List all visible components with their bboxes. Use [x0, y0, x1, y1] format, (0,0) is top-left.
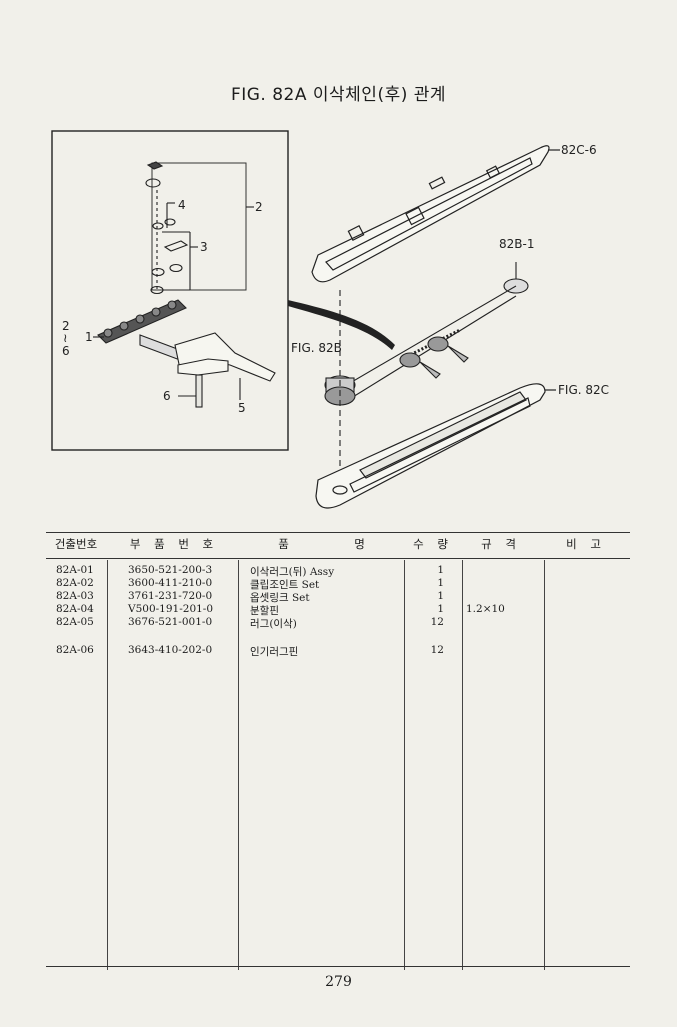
inset-subframe [151, 162, 247, 291]
header-name-left: 품 [278, 537, 294, 551]
col-divider [462, 560, 463, 970]
figure-title: FIG. 82A 이삭체인(후) 관계 [230, 85, 447, 105]
callout-range-bottom: 6 [62, 344, 70, 358]
callout-fig-82c: FIG. 82C [558, 383, 609, 397]
callout-1: 1 [85, 330, 93, 344]
detail-connector [288, 300, 395, 350]
col-divider [238, 560, 239, 970]
table-row: 82A-02 3600-411-210-0 클립조인트 Set 1 [56, 577, 444, 591]
table-bottom-rule [46, 966, 630, 967]
callout-fig-82b: FIG. 82B [291, 341, 342, 355]
callout-4: 4 [178, 198, 186, 212]
col-divider [544, 560, 545, 970]
header-spec: 규 격 [481, 537, 521, 551]
table-row: 82A-01 3650-521-200-3 이삭러그(뒤) Assy 1 [56, 564, 444, 578]
header-part: 부 품 번 호 [129, 537, 219, 551]
lower-chain-case [315, 383, 556, 509]
callout-range-top: 2 [62, 319, 70, 333]
upper-chain-guide [311, 145, 560, 283]
header-remark: 비 고 [566, 537, 606, 551]
table-row: 82A-06 3643-410-202-0 인기러그핀 12 [56, 644, 444, 658]
parts-diagram: 82C-6 82B-1 FIG. 82B FIG. 82C 2 4 3 1 2 … [51, 130, 609, 509]
callout-3: 3 [200, 240, 208, 254]
table-row: 82A-05 3676-521-001-0 러그(이삭) 12 [56, 616, 444, 630]
callout-82b-1: 82B-1 [499, 237, 534, 251]
table-row: 82A-03 3761-231-720-0 옵셋링크 Set 1 [56, 590, 444, 604]
parts-table: 건출번호 부 품 번 호 품 명 수 량 규 격 비 고 82A-01 3650… [46, 530, 630, 970]
inset-frame [51, 130, 289, 451]
col-divider [404, 560, 405, 970]
callout-82c-6: 82C-6 [561, 143, 597, 157]
sprocket-assembly [324, 262, 529, 500]
header-ref: 건출번호 [54, 537, 98, 551]
callout-5: 5 [238, 401, 246, 415]
callout-range-tilde: ≀ [63, 331, 68, 345]
header-qty: 수 량 [413, 537, 453, 551]
callout-2: 2 [255, 200, 263, 214]
table-top-rule [46, 532, 630, 533]
callout-6: 6 [163, 389, 171, 403]
header-name-right: 명 [354, 537, 370, 551]
page-number: 279 [325, 974, 352, 990]
header-rule [46, 558, 630, 559]
exploded-parts [93, 161, 276, 408]
col-divider [107, 560, 108, 970]
table-row: 82A-04 V500-191-201-0 분할핀 1 1.2×10 [56, 603, 505, 617]
